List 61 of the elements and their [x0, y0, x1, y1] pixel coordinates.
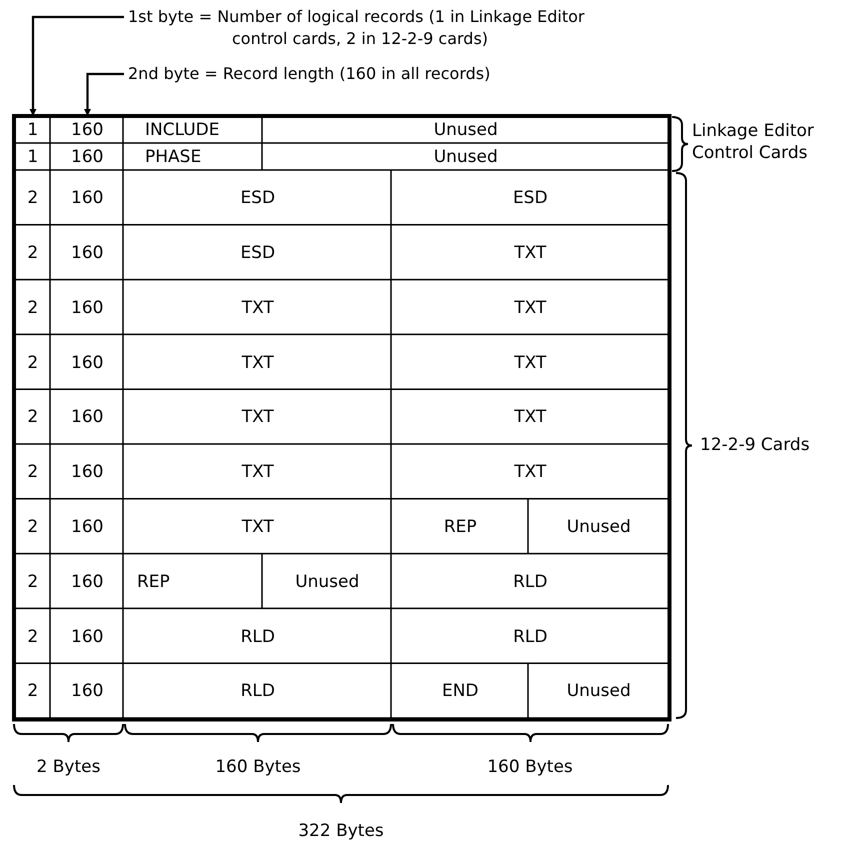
brace-label: 160 Bytes [486, 756, 574, 778]
record-type: ESD [512, 187, 549, 210]
record-type: REP [136, 570, 171, 594]
record-count: 1 [26, 146, 40, 170]
record-count: 2 [26, 626, 40, 649]
record-type: TXT [513, 406, 548, 430]
record-count: 2 [26, 296, 40, 320]
record-length: 160 [50, 116, 124, 144]
record-count: 2 [26, 516, 40, 539]
record-type: RLD [240, 680, 276, 704]
record-type: TXT [513, 352, 548, 375]
record-type: TXT [240, 406, 275, 430]
record-count: 2 [26, 461, 40, 484]
record-count: 2 [26, 187, 40, 210]
record-count: PHASE [144, 146, 202, 170]
record-type: TXT [513, 296, 548, 320]
unused-field: Unused [262, 554, 392, 610]
brace-label: Linkage Editor Control Cards [692, 120, 815, 164]
record-type: TXT [513, 242, 548, 265]
unused-field: Unused [262, 116, 670, 144]
record-type: TXT [240, 352, 275, 375]
record-type: TXT [240, 296, 275, 320]
record-length: 160 [70, 626, 104, 649]
record-length: 160 [70, 146, 104, 170]
record-type: RLD [240, 626, 276, 649]
unused-field: Unused [262, 143, 670, 172]
leader-line [30, 16, 124, 116]
record-count: 1 [14, 116, 52, 144]
record-count: 2 [26, 242, 40, 265]
brace-label: 2 Bytes [36, 756, 102, 778]
record-length: 160 [70, 296, 104, 320]
record-type: ESD [239, 187, 276, 210]
record-type: REP [442, 516, 478, 539]
record-length: 160 [70, 242, 104, 265]
record-count: 2 [26, 680, 40, 704]
note: 1st byte = Number of logical records (1 in Linkage Editor control cards, 2 in 12-2-9 cards) [128, 6, 633, 50]
unused-field: Unused [528, 498, 670, 556]
record-length: 160 [70, 516, 104, 539]
record-type: TXT [240, 516, 275, 539]
record-type: TXT [513, 461, 548, 484]
record-length: 160 [70, 352, 104, 375]
brace-label: 322 Bytes [297, 820, 385, 842]
record-type: RLD [512, 626, 548, 649]
unused-field: Unused [528, 663, 670, 720]
record-count: 2 [26, 570, 40, 594]
record-type: ESD [239, 242, 276, 265]
record-length: 160 [70, 570, 104, 594]
record-count: INCLUDE [144, 119, 220, 142]
record-count: 2 [26, 352, 40, 375]
record-length: 160 [70, 406, 104, 430]
brace-label: 160 Bytes [214, 756, 302, 778]
record-type: END [440, 680, 480, 704]
record-count: 2 [26, 406, 40, 430]
leader-line [84, 72, 124, 116]
note: 2nd byte = Record length (160 in all records) [128, 63, 688, 85]
record-type: TXT [240, 461, 275, 484]
record-type: RLD [512, 570, 548, 594]
record-length: 160 [70, 680, 104, 704]
record-length: 160 [70, 187, 104, 210]
record-length: 160 [70, 461, 104, 484]
brace-label: 12-2-9 Cards [700, 434, 811, 456]
